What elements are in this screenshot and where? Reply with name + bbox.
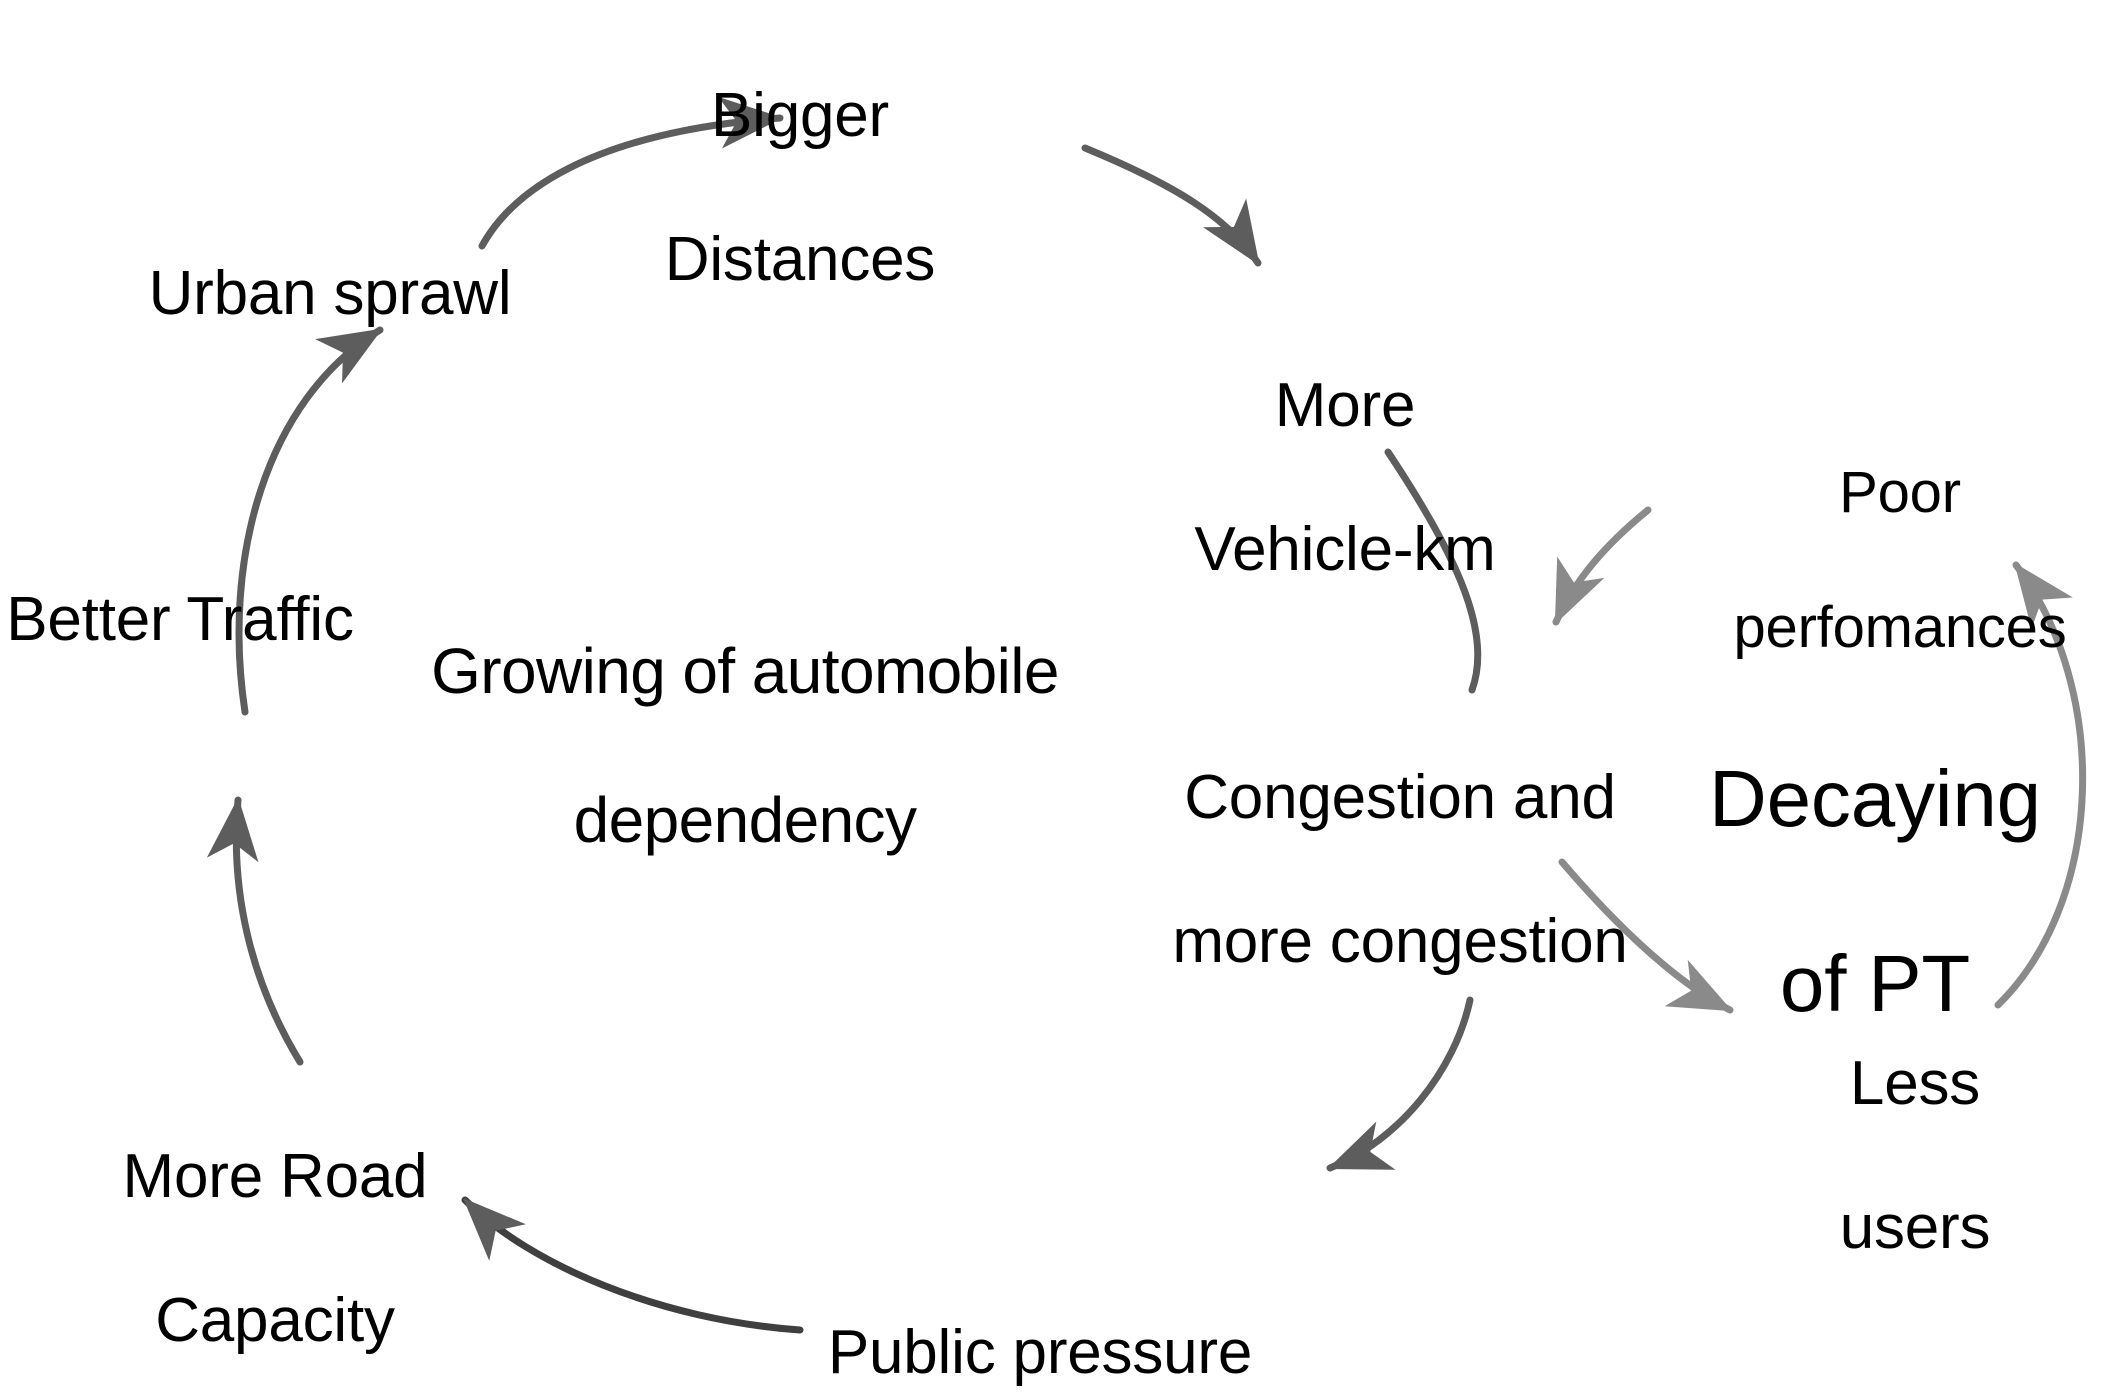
node-bigger-distances-line2: Distances xyxy=(664,224,936,294)
label-automobile-dependency-line1: Growing of automobile xyxy=(431,635,1059,708)
node-better-traffic-line1: Better Traffic xyxy=(6,584,354,654)
node-congestion-line1: Congestion and xyxy=(1184,762,1616,832)
label-automobile-dependency-line2: dependency xyxy=(573,783,917,856)
node-bigger-distances-line1: Bigger xyxy=(710,80,890,150)
edge-bigger-distances-to-more-vehicle-km xyxy=(1081,144,1262,267)
node-more-vehicle-km-line2: Vehicle-km xyxy=(1194,514,1496,584)
edge-more-road-capacity-to-better-traffic xyxy=(206,796,304,1066)
node-poor-performances: Poor perfomances xyxy=(1690,392,2110,728)
node-more-road-capacity-line2: Capacity xyxy=(155,1285,395,1355)
node-more-vehicle-km-line1: More xyxy=(1274,370,1416,440)
label-decaying-of-pt-line2: of PT xyxy=(1779,939,1971,1029)
node-less-users-line1: Less xyxy=(1849,1048,1981,1118)
node-better-traffic: Better Traffic xyxy=(0,512,370,728)
edge-poor-performances-to-congestion xyxy=(1552,506,1652,626)
node-urban-sprawl-line1: Urban sprawl xyxy=(148,258,512,328)
node-more-road-capacity-line1: More Road xyxy=(122,1141,428,1211)
node-poor-performances-line1: Poor xyxy=(1839,460,1961,526)
node-congestion: Congestion and more congestion xyxy=(1130,690,1670,1050)
node-bigger-distances: Bigger Distances xyxy=(600,8,1000,368)
label-decaying-of-pt: Decaying of PT xyxy=(1660,660,2090,1124)
label-decaying-of-pt-line1: Decaying xyxy=(1709,753,2041,843)
edge-public-pressure-to-more-road-capacity xyxy=(461,1196,804,1334)
node-poor-performances-line2: perfomances xyxy=(1733,594,2067,660)
node-public-pressure: Public pressure to add capacity xyxy=(770,1245,1310,1398)
node-urban-sprawl: Urban sprawl xyxy=(110,186,550,402)
node-more-road-capacity: More Road Capacity xyxy=(75,1069,475,1398)
node-less-users-line2: users xyxy=(1839,1192,1991,1262)
node-more-vehicle-km: More Vehicle-km xyxy=(1135,298,1555,658)
node-less-users: Less users xyxy=(1765,976,2065,1336)
label-automobile-dependency: Growing of automobile dependency xyxy=(395,560,1095,931)
node-public-pressure-line1: Public pressure xyxy=(827,1317,1253,1387)
node-congestion-line2: more congestion xyxy=(1172,906,1628,976)
